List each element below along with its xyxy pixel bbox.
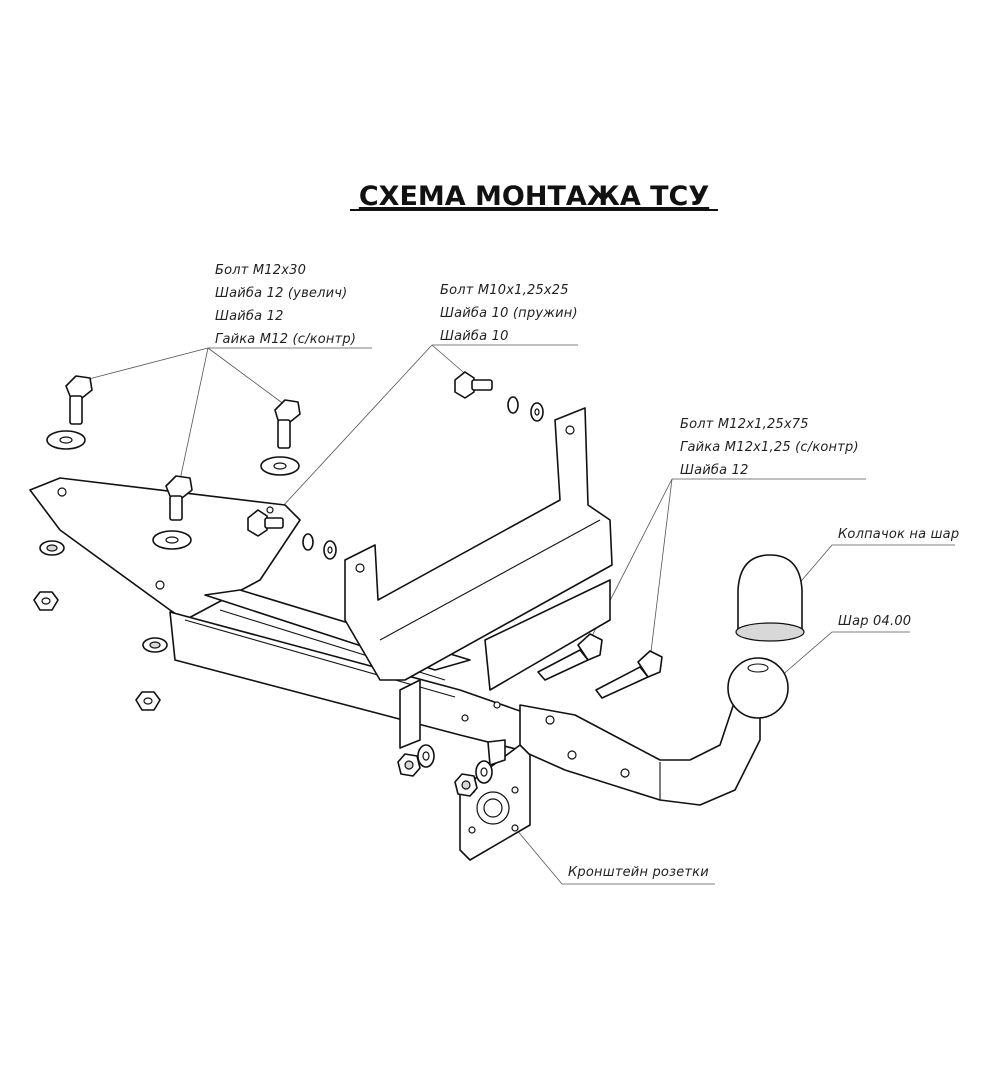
callout-socket-bracket-text: Кронштейн розетки <box>568 865 709 880</box>
callout-right-bolts-line-2: Гайка М12х1,25 (с/контр) <box>680 440 859 455</box>
washer-12-icon <box>142 637 168 653</box>
washer-12-icon <box>260 456 300 476</box>
callout-socket-bracket: Кронштейн розетки <box>499 809 715 885</box>
callout-left-bolts-line-4: Гайка М12 (с/контр) <box>215 332 356 347</box>
callout-center-bolts: Болт М10х1,25х25 Шайба 10 (пружин) Шайба… <box>269 283 578 521</box>
washer-12-icon <box>152 530 192 550</box>
callout-right-bolts-line-3: Шайба 12 <box>680 463 749 478</box>
spring-washer-10-icon <box>507 396 519 414</box>
callout-center-bolts-line-1: Болт М10х1,25х25 <box>440 283 569 298</box>
washer-10-icon <box>530 402 544 422</box>
washer-12-icon <box>46 430 86 450</box>
nut-m12-icon <box>135 691 161 711</box>
callout-center-bolts-line-3: Шайба 10 <box>440 329 509 344</box>
washer-10-icon <box>323 540 337 560</box>
bolt-m12x30-icon <box>274 399 301 449</box>
ball-cap <box>735 554 805 642</box>
diagram-title: СХЕМА МОНТАЖА ТСУ <box>359 181 710 212</box>
washer-12-icon <box>39 540 65 556</box>
callout-left-bolts-line-3: Шайба 12 <box>215 309 284 324</box>
nut-m12-icon <box>397 753 421 777</box>
callout-right-bolts-line-1: Болт М12х1,25х75 <box>680 417 809 432</box>
spring-washer-10-icon <box>302 533 314 551</box>
callout-left-bolts-line-2: Шайба 12 (увелич) <box>215 286 347 301</box>
ball-arm <box>461 579 761 806</box>
callout-center-bolts-line-2: Шайба 10 (пружин) <box>440 306 578 321</box>
callout-left-bolts-line-1: Болт М12х30 <box>215 263 306 278</box>
callout-right-bolts: Болт М12х1,25х75 Гайка М12х1,25 (с/контр… <box>589 417 866 661</box>
callout-ball-cap-text: Колпачок на шар <box>838 527 959 542</box>
bolt-m10-icon <box>247 509 284 537</box>
nut-m12-icon <box>33 591 59 611</box>
bolt-m12x75-icon <box>537 633 603 681</box>
callout-ball-cap: Колпачок на шар <box>784 527 959 601</box>
right-bracket <box>344 407 613 681</box>
tow-ball <box>727 657 789 719</box>
bolt-m12x30-icon <box>165 475 193 521</box>
bolt-m12x30-icon <box>65 375 93 425</box>
callout-ball: Шар 04.00 <box>764 614 911 691</box>
bolt-m12x75-icon <box>595 650 663 699</box>
socket-bracket <box>459 739 531 861</box>
callout-left-bolts: Болт М12х30 Шайба 12 (увелич) Шайба 12 Г… <box>84 263 372 481</box>
nut-m12-icon <box>454 773 478 797</box>
callout-ball-text: Шар 04.00 <box>838 614 911 629</box>
washer-12-icon <box>475 760 493 784</box>
bolt-m10-icon <box>454 371 493 399</box>
washer-12-icon <box>417 744 435 768</box>
